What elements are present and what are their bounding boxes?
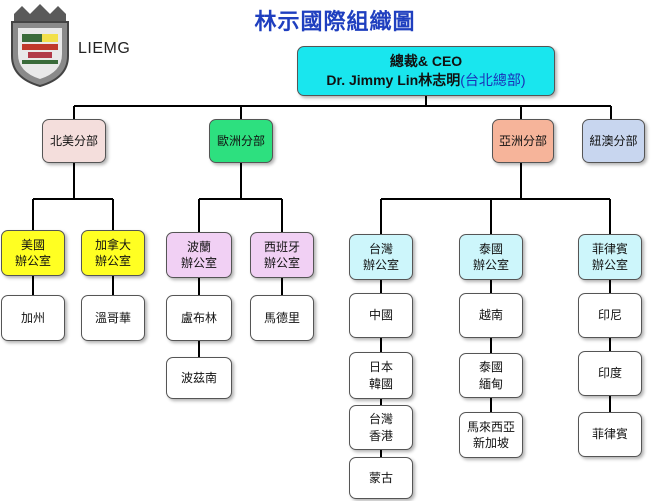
location-label: 台灣 — [368, 412, 393, 427]
location-philippines: 菲律賓 — [578, 412, 642, 457]
location-taiwan-hk: 台灣 香港 — [349, 405, 413, 450]
region-label: 亞洲分部 — [498, 133, 547, 148]
location-label: 蒙古 — [368, 470, 393, 485]
region-oceania: 紐澳分部 — [582, 119, 645, 163]
office-label: 辦公室 — [591, 258, 628, 272]
office-thailand: 泰國 辦公室 — [459, 234, 523, 280]
location-thai-myanmar: 泰國 緬甸 — [459, 353, 523, 398]
office-label: 辦公室 — [263, 256, 300, 270]
office-usa: 美國 辦公室 — [1, 230, 65, 276]
office-name: 台灣 — [368, 241, 393, 256]
location-label: 中國 — [368, 308, 393, 323]
location-label: 溫哥華 — [94, 310, 131, 325]
region-asia: 亞洲分部 — [492, 119, 554, 163]
location-label: 緬甸 — [478, 376, 503, 391]
page-title: 林示國際組織圖 — [254, 10, 416, 35]
ceo-name-line: Dr. Jimmy Lin林志明(台北總部) — [326, 71, 525, 90]
liemg-logo — [11, 4, 69, 88]
ceo-title: 總裁& CEO — [389, 53, 463, 70]
logo-text: LIEMG — [78, 40, 131, 57]
office-philippines: 菲律賓 辦公室 — [578, 234, 642, 280]
location-india: 印度 — [578, 351, 642, 396]
office-spain: 西班牙 辦公室 — [250, 232, 314, 278]
location-madrid: 馬德里 — [250, 295, 314, 341]
office-label: 辦公室 — [180, 256, 217, 270]
location-label: 韓國 — [368, 376, 393, 391]
location-china: 中國 — [349, 293, 413, 338]
office-poland: 波蘭 辦公室 — [166, 232, 232, 278]
office-label: 辦公室 — [94, 254, 131, 268]
office-name: 美國 — [20, 237, 45, 252]
region-label: 紐澳分部 — [589, 133, 638, 148]
location-vietnam: 越南 — [459, 293, 523, 338]
location-label: 印度 — [597, 366, 622, 381]
location-vancouver: 溫哥華 — [81, 295, 145, 341]
office-name: 西班牙 — [263, 239, 300, 254]
location-label: 菲律賓 — [591, 427, 628, 442]
ceo-hq: (台北總部) — [460, 72, 526, 88]
location-label: 波茲南 — [180, 370, 217, 385]
office-name: 加拿大 — [94, 237, 131, 252]
location-label: 馬來西亞 — [466, 419, 515, 434]
office-taiwan: 台灣 辦公室 — [349, 234, 413, 280]
location-label: 加州 — [20, 310, 45, 325]
office-label: 辦公室 — [14, 254, 51, 268]
office-canada: 加拿大 辦公室 — [81, 230, 145, 276]
location-poznan: 波茲南 — [166, 357, 232, 399]
location-label: 印尼 — [597, 308, 622, 323]
region-label: 歐洲分部 — [216, 133, 265, 148]
location-mongolia: 蒙古 — [349, 457, 413, 499]
location-label: 新加坡 — [472, 436, 509, 450]
location-label: 日本 — [368, 360, 393, 375]
location-label: 馬德里 — [263, 310, 300, 325]
location-label: 盧布林 — [180, 310, 217, 325]
location-malaysia-singapore: 馬來西亞 新加坡 — [459, 412, 523, 458]
location-japan-korea: 日本 韓國 — [349, 352, 413, 399]
office-label: 辦公室 — [472, 258, 509, 272]
office-name: 菲律賓 — [591, 241, 628, 256]
region-label: 北美分部 — [49, 133, 98, 148]
location-indonesia: 印尼 — [578, 293, 642, 338]
office-label: 辦公室 — [362, 258, 399, 272]
location-label: 泰國 — [478, 360, 503, 375]
region-europe: 歐洲分部 — [209, 119, 273, 163]
location-california: 加州 — [1, 295, 65, 341]
ceo-box: 總裁& CEO Dr. Jimmy Lin林志明(台北總部) — [297, 46, 555, 96]
office-name: 波蘭 — [186, 239, 211, 254]
office-name: 泰國 — [478, 241, 503, 256]
location-label: 香港 — [368, 428, 393, 443]
location-label: 越南 — [478, 308, 503, 323]
ceo-name: Dr. Jimmy Lin林志明 — [326, 72, 461, 88]
location-lublin: 盧布林 — [166, 295, 232, 341]
region-north-america: 北美分部 — [42, 119, 106, 163]
